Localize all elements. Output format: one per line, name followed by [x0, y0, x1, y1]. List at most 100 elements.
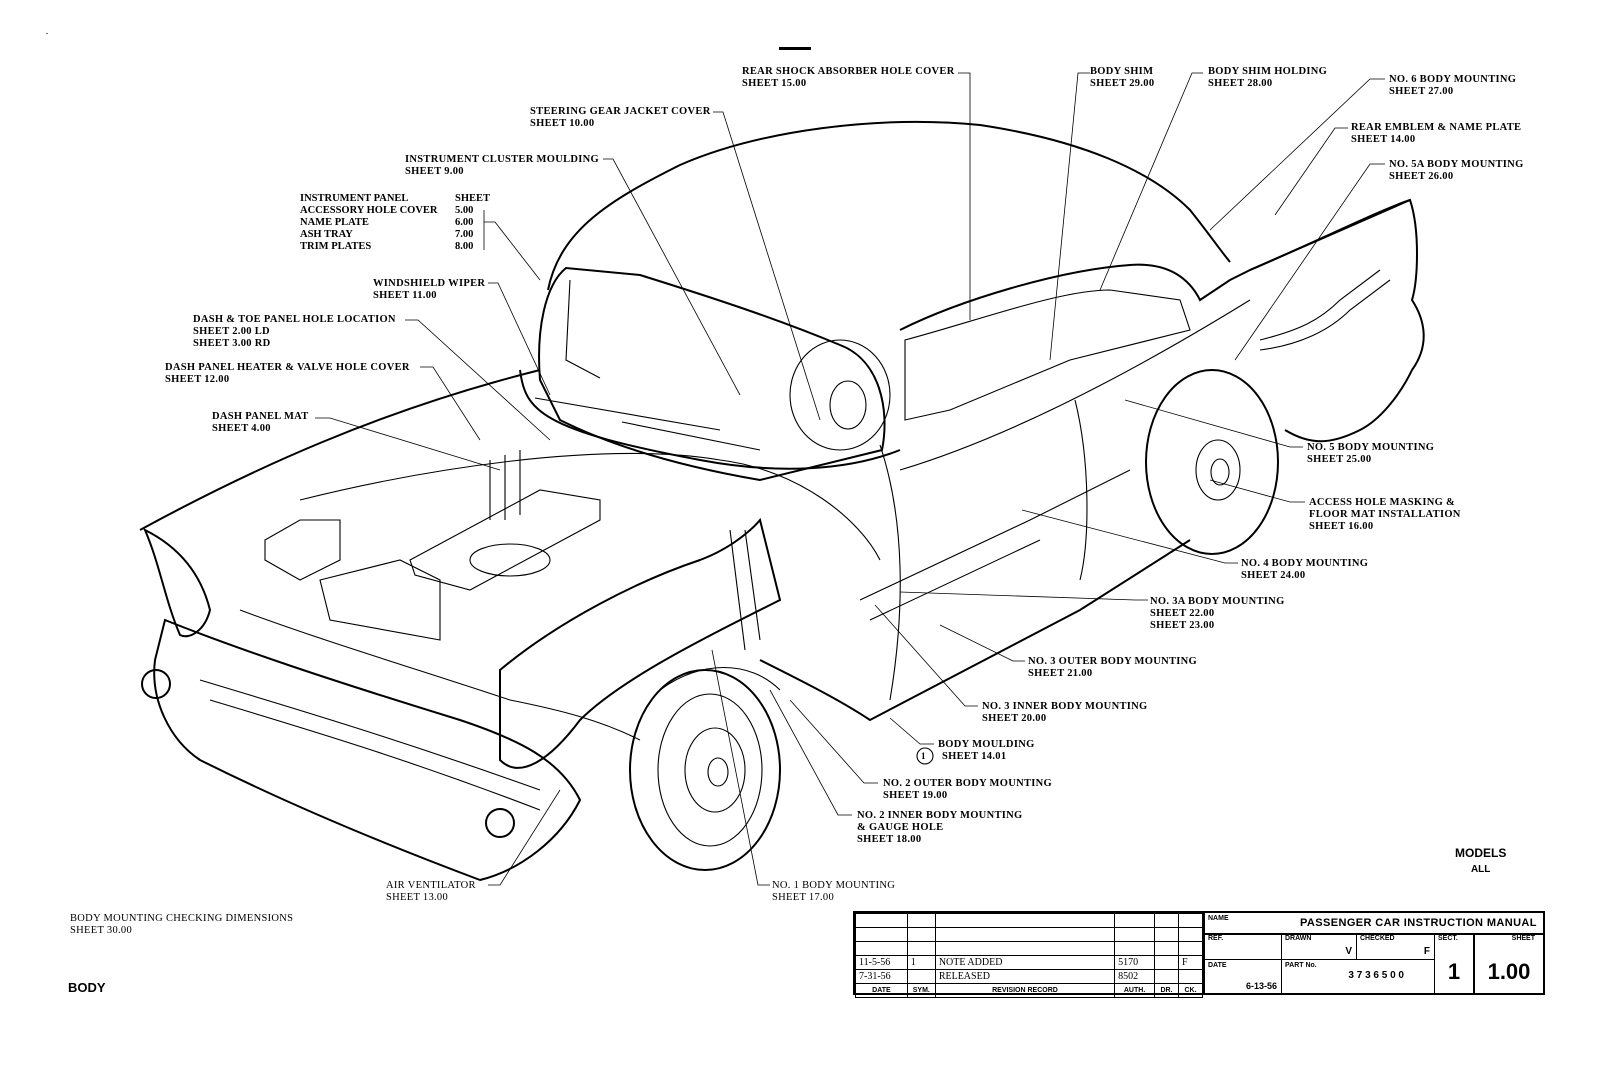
callout-no2-inner: NO. 2 INNER BODY MOUNTING & GAUGE HOLE S… [857, 810, 1023, 846]
callout-title: DASH PANEL HEATER & VALVE HOLE COVER [165, 362, 410, 373]
leader-lines [315, 72, 1385, 886]
rocker-panel [759, 539, 1191, 722]
windshield-frame [538, 266, 886, 482]
revision-cell: 7-31-56 [855, 969, 908, 984]
radiator-header [319, 559, 441, 641]
ip-row-sheet: 7.00 [455, 229, 474, 240]
section-footer: BODY [68, 980, 106, 995]
left-fender-top [139, 369, 541, 531]
callout-body-moulding: BODY MOULDING SHEET 14.01 [938, 739, 1035, 763]
callout-sheet: SHEET 23.00 [1150, 620, 1215, 631]
callout-sheet: SHEET 11.00 [373, 290, 437, 301]
revision-cell: 1 [906, 955, 936, 970]
callout-body-shim-holding: BODY SHIM HOLDING SHEET 28.00 [1208, 66, 1327, 90]
sheet-field: SHEET 1.00 [1475, 933, 1543, 993]
ip-row-name: TRIM PLATES [300, 241, 372, 252]
date-field: DATE 6-13-56 [1205, 960, 1282, 993]
callout-title: REAR EMBLEM & NAME PLATE [1351, 122, 1522, 133]
callout-sheet: SHEET 12.00 [165, 374, 230, 385]
ip-row: NAME PLATE 6.00 [300, 217, 495, 229]
sheet-label: SHEET [1511, 935, 1535, 942]
drawn-value: V [1345, 946, 1352, 957]
revision-cell [934, 913, 1116, 928]
callout-sheet: SHEET 14.01 [942, 751, 1007, 762]
models-value: ALL [1470, 864, 1491, 875]
models-block: MODELS ALL [1455, 846, 1506, 875]
revision-cell [1154, 955, 1179, 970]
callout-title: NO. 4 BODY MOUNTING [1241, 558, 1369, 569]
checked-value: F [1423, 946, 1430, 957]
revision-cell: 5170 [1114, 955, 1156, 970]
callout-sheet: SHEET 25.00 [1307, 454, 1372, 465]
callout-title: DASH & TOE PANEL HOLE LOCATION [193, 314, 396, 325]
callout-sheet: SHEET 3.00 RD [193, 338, 271, 349]
firewall-pipe [489, 450, 521, 520]
dash-top [534, 397, 761, 451]
sect-field: SECT. 1 [1435, 933, 1475, 993]
speck [46, 33, 48, 34]
left-headlight [141, 669, 171, 699]
callout-title: AIR VENTILATOR [386, 880, 476, 891]
rear-wheel [1145, 369, 1279, 555]
callout-sheet: SHEET 4.00 [212, 423, 271, 434]
sheet-value: 1.00 [1487, 959, 1531, 984]
windshield-inner [565, 279, 601, 379]
callout-title: DASH PANEL MAT [212, 411, 309, 422]
revision-cell [906, 941, 936, 956]
callout-sheet: SHEET 30.00 [70, 925, 133, 936]
revision-cell [855, 941, 908, 956]
front-wheel [629, 669, 781, 871]
callout-title: NO. 3A BODY MOUNTING [1150, 596, 1285, 607]
callout-title: NO. 5A BODY MOUNTING [1389, 159, 1524, 170]
right-headlight [485, 808, 515, 838]
sect-label: SECT. [1438, 935, 1458, 942]
rear-fender-line [899, 299, 1251, 471]
callout-sheet: SHEET 26.00 [1389, 171, 1454, 182]
revision-cell [1178, 913, 1203, 928]
callout-dash-heater: DASH PANEL HEATER & VALVE HOLE COVER SHE… [165, 362, 410, 386]
callout-sheet: SHEET 17.00 [772, 892, 835, 903]
revision-cell: RELEASED [934, 969, 1116, 984]
callout-no3-outer: NO. 3 OUTER BODY MOUNTING SHEET 21.00 [1028, 656, 1197, 680]
revision-row [855, 941, 1203, 956]
callout-title: STEERING GEAR JACKET COVER [530, 106, 711, 117]
battery [264, 519, 341, 581]
callout-title: BODY MOUNTING CHECKING DIMENSIONS [70, 913, 294, 924]
revision-cell: 11-5-56 [855, 955, 908, 970]
revision-cell [1114, 913, 1156, 928]
cowl [519, 369, 901, 470]
right-fender [499, 517, 782, 769]
revision-cell [1154, 941, 1179, 956]
sect-value: 1 [1447, 959, 1461, 984]
callout-no3-inner: NO. 3 INNER BODY MOUNTING SHEET 20.00 [982, 701, 1148, 725]
front-wheel-tire [657, 693, 763, 847]
callout-no3a: NO. 3A BODY MOUNTING SHEET 22.00 SHEET 2… [1150, 596, 1285, 632]
callout-no6: NO. 6 BODY MOUNTING SHEET 27.00 [1389, 74, 1516, 98]
callout-sheet: SHEET 27.00 [1389, 86, 1454, 97]
ip-row: TRIM PLATES 8.00 [300, 241, 495, 253]
revision-cell [1178, 941, 1203, 956]
callout-sheet: SHEET 28.00 [1208, 78, 1273, 89]
callout-dash-toe: DASH & TOE PANEL HOLE LOCATION SHEET 2.0… [193, 314, 396, 350]
revision-cell: F [1178, 955, 1203, 970]
name-label: NAME [1208, 915, 1229, 922]
callout-access-hole: ACCESS HOLE MASKING & FLOOR MAT INSTALLA… [1309, 497, 1461, 533]
callout-sheet: SHEET 14.00 [1351, 134, 1416, 145]
callout-title: NO. 1 BODY MOUNTING [772, 880, 896, 891]
revision-cell [934, 941, 1116, 956]
ref-label: REF. [1208, 935, 1224, 942]
revision-header-cell: DATE [855, 983, 908, 998]
rear-fin [1249, 198, 1425, 443]
callout-body-shim: BODY SHIM SHEET 29.00 [1090, 66, 1154, 90]
callout-title: NO. 2 INNER BODY MOUNTING [857, 810, 1023, 821]
front-hub-center [707, 757, 729, 787]
callout-sheet: SHEET 9.00 [405, 166, 464, 177]
drawn-label: DRAWN [1285, 935, 1312, 942]
left-headlight-hood [143, 527, 212, 638]
door-line [879, 399, 1088, 701]
marker-circle [916, 747, 934, 765]
revision-cell [855, 927, 908, 942]
callout-title-line2: FLOOR MAT INSTALLATION [1309, 509, 1461, 520]
